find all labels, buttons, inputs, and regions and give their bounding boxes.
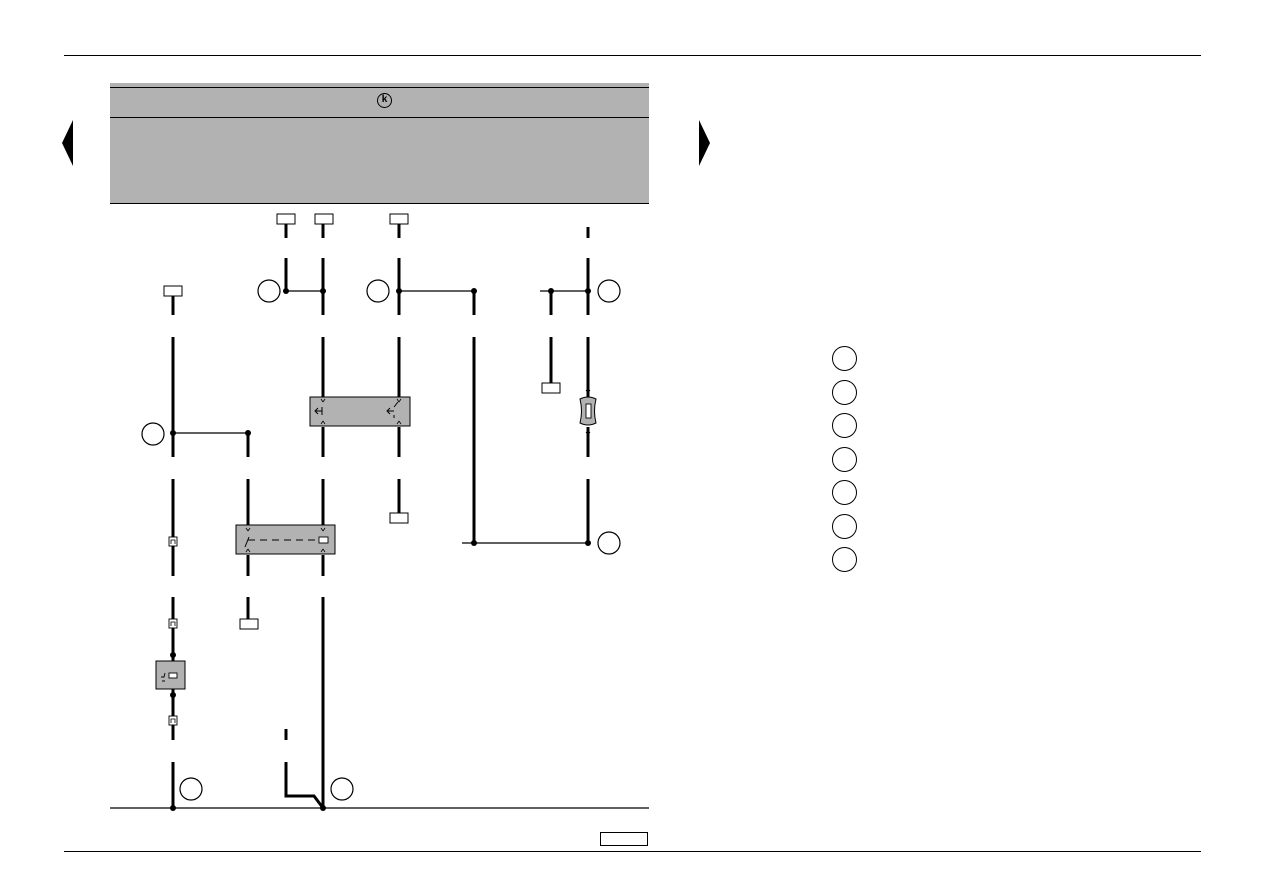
connector-pin [168, 536, 178, 547]
junction-dot [170, 652, 176, 658]
legend-symbol [832, 413, 857, 438]
connector-box [314, 213, 334, 225]
triangle-right-icon [699, 120, 710, 166]
junction-dot [471, 540, 477, 546]
legend-symbol [832, 547, 857, 572]
wire [284, 762, 325, 809]
terminal-k-symbol-icon: k [377, 93, 392, 108]
connector-box [389, 213, 409, 225]
junction-dot [320, 805, 326, 811]
switch-component [235, 524, 336, 555]
legend-symbol [832, 346, 857, 371]
connector-box [541, 382, 561, 394]
connector-box [276, 213, 296, 225]
legend-symbol [832, 447, 857, 472]
node-group [141, 279, 621, 801]
pin-group [168, 536, 178, 726]
previous-page-button[interactable] [62, 120, 74, 166]
node-circle [179, 777, 203, 801]
junction-group [170, 288, 591, 811]
junction-dot [548, 288, 554, 294]
connector-box [389, 512, 409, 524]
node-circle [366, 279, 390, 303]
junction-dot [585, 288, 591, 294]
junction-dot [396, 288, 402, 294]
diagram-header-band: k [110, 83, 649, 204]
node-circle [597, 531, 621, 555]
bottom-rule [64, 851, 1201, 852]
wire-group [171, 224, 590, 809]
relay-component [309, 396, 411, 427]
fuse-component [579, 389, 597, 434]
node-circle [141, 422, 165, 446]
branch-group [173, 290, 588, 544]
legend-symbol [832, 480, 857, 505]
connector-box [239, 618, 259, 630]
junction-dot [283, 288, 289, 294]
junction-dot [471, 288, 477, 294]
top-rule [64, 55, 1201, 56]
triangle-left-icon [62, 120, 73, 166]
sensor-component [155, 660, 186, 690]
node-circle [257, 279, 281, 303]
band-divider-mid [110, 117, 649, 118]
junction-dot [585, 540, 591, 546]
connector-box [163, 285, 183, 297]
diagram-reference-label [600, 832, 648, 846]
next-page-button[interactable] [698, 120, 710, 166]
legend-symbol [832, 514, 857, 539]
band-divider-top [110, 87, 649, 88]
junction-dot [170, 430, 176, 436]
node-circle [330, 777, 354, 801]
connector-pin [168, 715, 178, 726]
pin-marks [170, 539, 176, 723]
junction-dot [170, 805, 176, 811]
junction-dot [170, 692, 176, 698]
legend-symbol [832, 380, 857, 405]
node-circle [597, 279, 621, 303]
junction-dot [245, 430, 251, 436]
connector-pin [168, 618, 178, 629]
junction-dot [320, 288, 326, 294]
